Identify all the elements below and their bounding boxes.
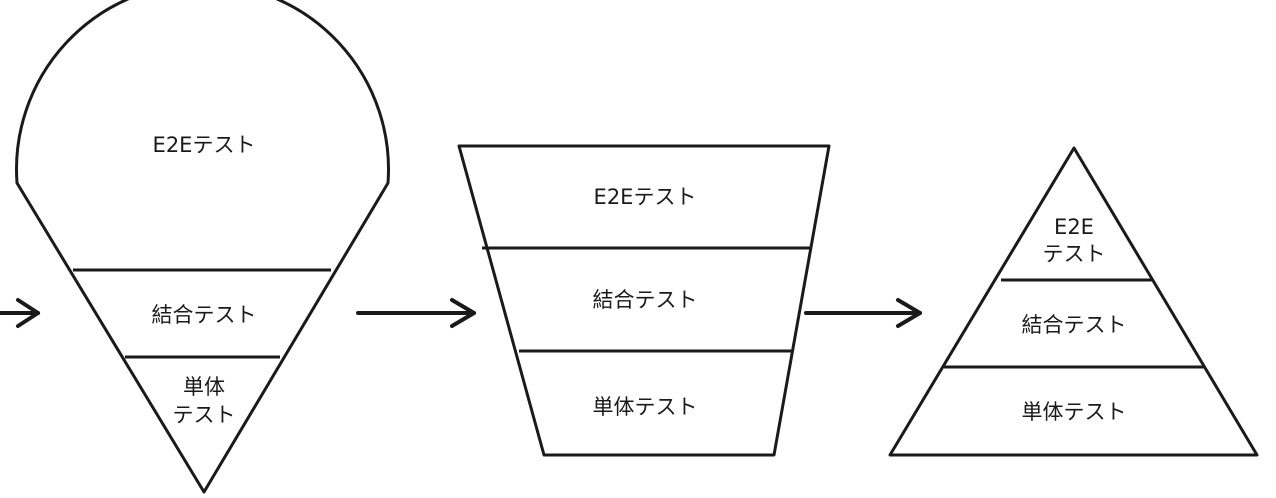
pyramid-layer-e2e-line2: テスト — [1043, 242, 1106, 266]
pyramid-layer-integration: 結合テスト — [1022, 313, 1127, 337]
cone-layer-e2e: E2Eテスト — [153, 133, 256, 157]
pyramid-layer-unit: 単体テスト — [1022, 400, 1127, 424]
arrow-trapezoid-to-pyramid — [804, 298, 922, 328]
pyramid-shape: E2E テスト 結合テスト 単体テスト — [888, 146, 1259, 457]
pyramid-outline — [888, 146, 1259, 457]
trapezoid-layer-unit: 単体テスト — [593, 395, 698, 419]
cone-layer-unit-line2: テスト — [173, 403, 236, 427]
trapezoid-outline — [457, 144, 831, 457]
ice-cream-cone-shape: E2Eテスト 結合テスト 単体 テスト — [15, 0, 390, 494]
arrow-left-edge — [0, 298, 40, 328]
cone-layer-unit-line1: 単体 — [183, 375, 225, 399]
trapezoid-shape: E2Eテスト 結合テスト 単体テスト — [457, 144, 831, 457]
trapezoid-layer-e2e: E2Eテスト — [594, 185, 697, 209]
trapezoid-layer-integration: 結合テスト — [593, 288, 698, 312]
arrow-cone-to-trapezoid — [356, 298, 476, 328]
cone-outline — [15, 0, 390, 494]
cone-layer-integration: 結合テスト — [152, 303, 257, 327]
pyramid-layer-e2e-line1: E2E — [1054, 215, 1094, 239]
